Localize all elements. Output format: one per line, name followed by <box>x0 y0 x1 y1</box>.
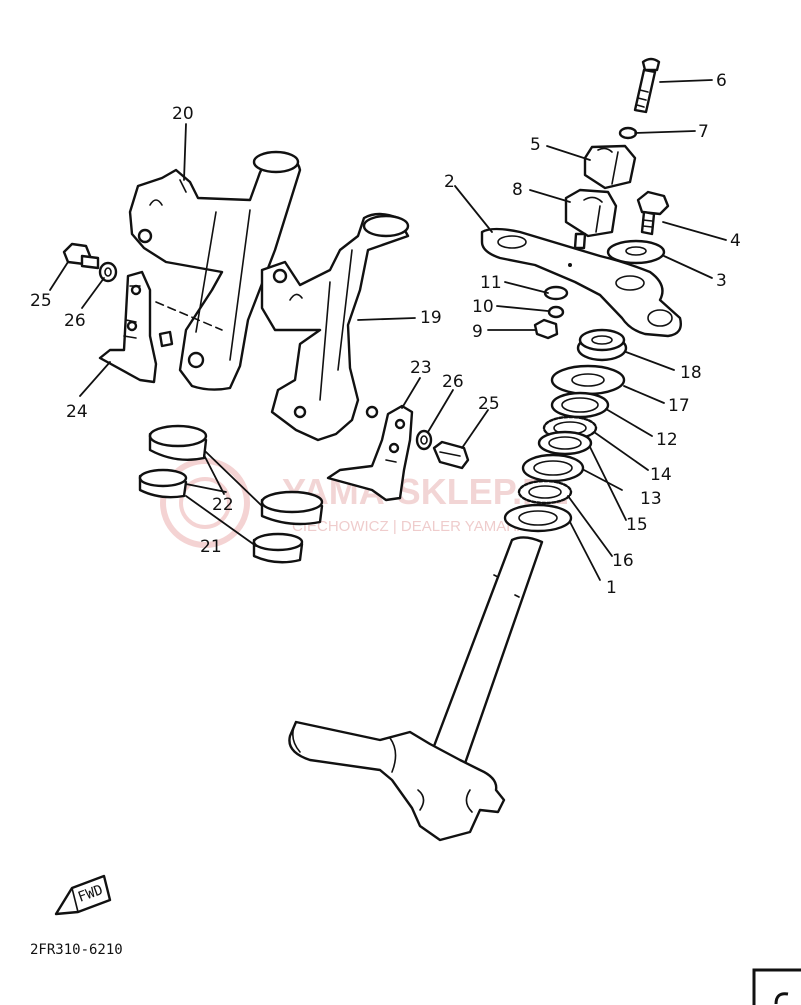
bolt-6 <box>633 57 661 114</box>
bracket-23 <box>326 404 414 502</box>
callout-22: 22 <box>212 495 234 515</box>
washer-26-left <box>98 261 118 283</box>
callout-7: 7 <box>698 122 709 142</box>
washer-10 <box>547 305 565 319</box>
callout-11: 11 <box>480 273 502 293</box>
callout-20: 20 <box>172 104 194 124</box>
collar-22-upper <box>148 424 208 461</box>
headlight-bracket-19 <box>260 212 410 442</box>
callout-17: 17 <box>668 396 690 416</box>
callout-26-right: 26 <box>442 372 464 392</box>
seal-1 <box>503 503 573 533</box>
washer-26-right <box>415 429 433 451</box>
ball-race-12 <box>550 391 610 419</box>
callout-6: 6 <box>716 71 727 91</box>
handlebar-holder-8 <box>564 188 618 250</box>
washer-7 <box>618 126 638 140</box>
callout-12: 12 <box>656 430 678 450</box>
watermark-sub: CIECHOWICZ | DEALER YAMAHA <box>292 518 527 535</box>
callout-8: 8 <box>512 180 523 200</box>
page-corner-frame <box>752 968 801 1005</box>
callout-4: 4 <box>730 231 741 251</box>
callout-9: 9 <box>472 322 483 342</box>
callout-5: 5 <box>530 135 541 155</box>
under-bracket-stem <box>288 536 544 842</box>
bolt-25-right <box>432 440 470 470</box>
callout-10: 10 <box>472 297 494 317</box>
collar-21-lower <box>252 532 304 564</box>
ball-bearing-16 <box>517 479 573 505</box>
callout-15: 15 <box>626 515 648 535</box>
bearing-cover-18 <box>576 328 628 362</box>
ball-race-13 <box>537 430 593 456</box>
callout-3: 3 <box>716 271 727 291</box>
callout-25-left: 25 <box>30 291 52 311</box>
callout-14: 14 <box>650 465 672 485</box>
bolt-4 <box>636 190 670 236</box>
callout-24: 24 <box>66 402 88 422</box>
callout-23: 23 <box>410 358 432 378</box>
callout-16: 16 <box>612 551 634 571</box>
callout-26-left: 26 <box>64 311 86 331</box>
callout-21: 21 <box>200 537 222 557</box>
leader-lines <box>49 79 727 581</box>
callout-18: 18 <box>680 363 702 383</box>
collar-22-lower <box>260 490 324 526</box>
nut-9 <box>533 318 559 340</box>
collar-21-upper <box>138 468 188 499</box>
callout-labels: 1 2 3 4 5 6 7 8 9 10 11 12 13 14 15 16 1… <box>30 71 741 598</box>
callout-19: 19 <box>420 308 442 328</box>
washer-3 <box>606 239 666 265</box>
diagram-code: 2FR310-6210 <box>30 942 123 958</box>
fwd-arrow-icon: FWD <box>54 874 112 916</box>
dust-seal-17 <box>550 364 626 396</box>
ball-race-15 <box>521 453 585 483</box>
page-corner-glyph <box>774 992 789 1005</box>
callout-25-right: 25 <box>478 394 500 414</box>
headlight-bracket-20 <box>128 150 302 391</box>
callout-2: 2 <box>444 172 455 192</box>
upper-bracket-2 <box>480 227 682 338</box>
callout-1: 1 <box>606 578 617 598</box>
bracket-24 <box>98 270 223 384</box>
bolt-25-left <box>62 242 100 270</box>
callout-13: 13 <box>640 489 662 509</box>
clamp-cap-5 <box>583 144 637 190</box>
